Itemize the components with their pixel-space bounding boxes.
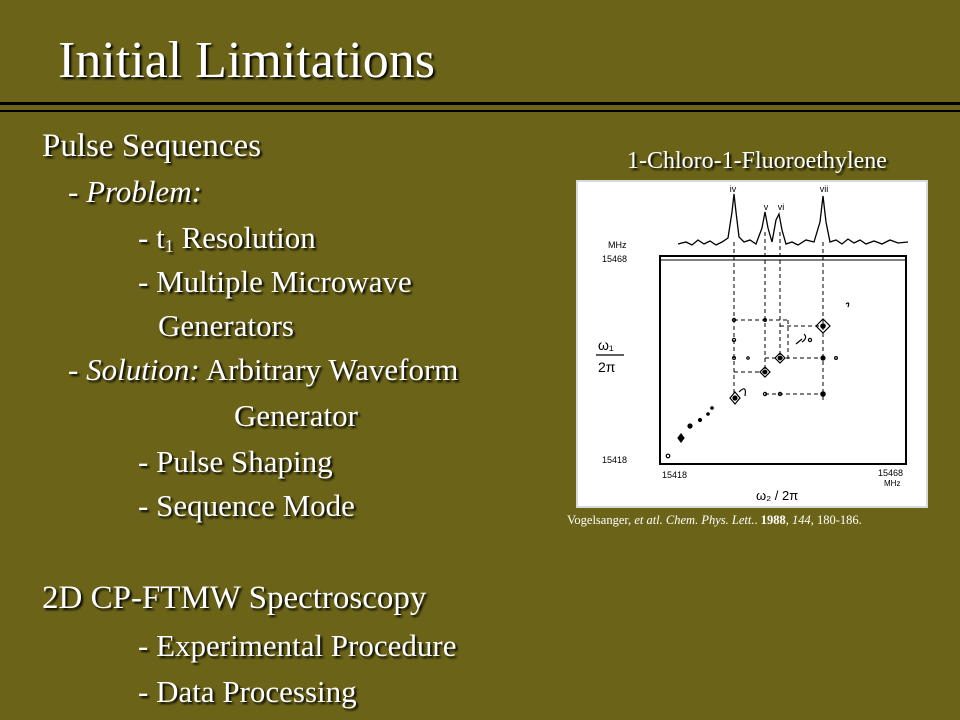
section-heading-2d-cp-ftmw: 2D CP-FTMW Spectroscopy	[42, 580, 427, 616]
bullet-t1-resolution: - t1 Resolution	[138, 218, 316, 258]
spectrum-figure: iv v vi vii MHz 15468 15418 ω₁ 2π	[576, 180, 928, 508]
solution-dash: -	[68, 352, 87, 387]
problem-label: Problem:	[86, 174, 203, 209]
citation-year: 1988	[760, 513, 786, 527]
citation-dot: .	[754, 513, 761, 527]
peak-label-vi: vi	[778, 202, 785, 212]
citation-etal: et atl.	[634, 513, 663, 527]
figure-caption: 1-Chloro-1-Fluoroethylene	[627, 148, 887, 174]
spectrum-trace	[677, 193, 909, 246]
dashed-guides	[733, 232, 824, 400]
peak-label-iv: iv	[730, 184, 737, 194]
title-rule-top	[0, 102, 960, 105]
problem-dash: -	[68, 174, 87, 209]
y-axis-denominator: 2π	[598, 359, 616, 375]
problem-line: - Problem:	[68, 172, 202, 212]
solution-text: Arbitrary Waveform	[199, 352, 459, 387]
figure-citation: Vogelsanger, et atl. Chem. Phys. Lett.. …	[567, 512, 947, 528]
peak-label-v: v	[764, 202, 769, 212]
solution-label: Solution:	[86, 352, 200, 387]
y-top-tick: 15468	[602, 254, 627, 264]
bullet-pulse-shaping: - Pulse Shaping	[138, 444, 333, 479]
x-right-tick: 15468	[878, 468, 903, 478]
solution-line2: Generator	[234, 398, 358, 433]
t1-subscript: 1	[164, 236, 174, 256]
bullet-multiple-microwave: - Multiple Microwave	[138, 264, 412, 299]
solution-line: - Solution: Arbitrary Waveform	[68, 350, 458, 390]
citation-volume: 144	[791, 513, 811, 527]
t1-rest: Resolution	[173, 220, 316, 255]
y-bottom-tick: 15418	[602, 455, 627, 465]
citation-journal: Chem. Phys. Lett.	[662, 513, 755, 527]
citation-author: Vogelsanger,	[567, 513, 635, 527]
citation-comma: ,	[785, 513, 792, 527]
x-axis-label: ω₂ / 2π	[756, 488, 798, 503]
bullet-multiple-microwave-line2: Generators	[158, 308, 294, 343]
title-rule-bottom	[0, 110, 960, 112]
t1-prefix: - t	[138, 220, 165, 255]
plot-frame	[659, 255, 907, 465]
y-axis-numerator: ω₁	[598, 337, 614, 353]
bullet-sequence-mode: - Sequence Mode	[138, 488, 355, 523]
citation-pages: , 180-186.	[810, 513, 862, 527]
bullet-data-processing: - Data Processing	[138, 674, 357, 709]
peak-label-vii: vii	[820, 184, 829, 194]
spectrum-peaks	[665, 302, 850, 459]
x-left-tick: 15418	[662, 470, 687, 480]
y-unit-label: MHz	[608, 240, 627, 250]
bullet-experimental-procedure: - Experimental Procedure	[138, 628, 457, 663]
section-heading-pulse-sequences: Pulse Sequences	[42, 128, 262, 164]
spectrum-2d-plot: iv v vi vii MHz 15468 15418 ω₁ 2π	[596, 184, 909, 503]
x-right-unit: MHz	[884, 479, 900, 488]
slide-title: Initial Limitations	[58, 32, 435, 89]
